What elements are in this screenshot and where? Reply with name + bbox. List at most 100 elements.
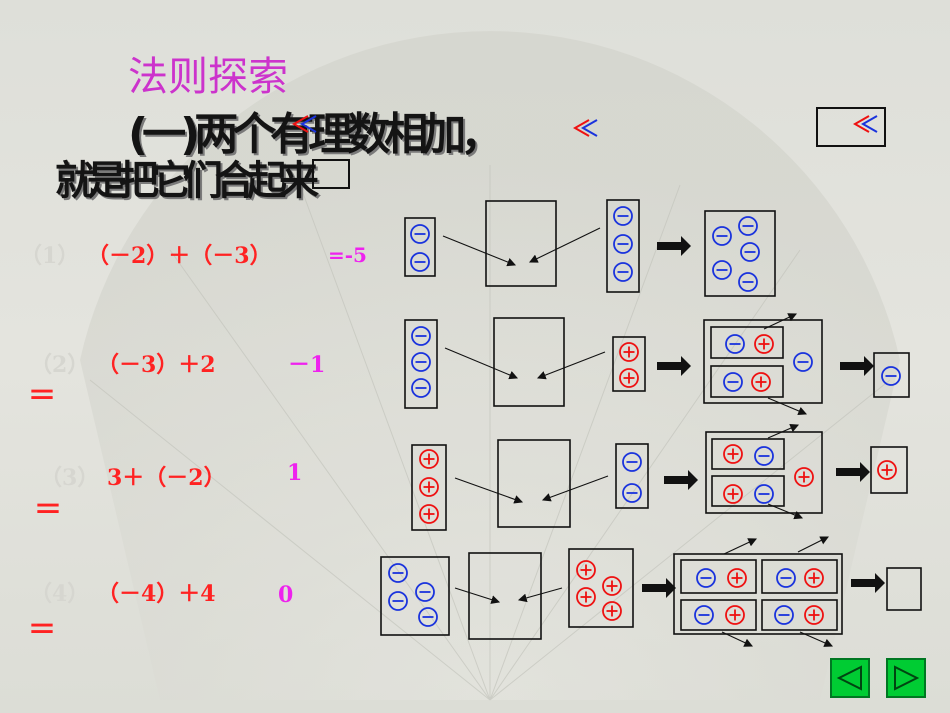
big-arrow-icon: [642, 578, 676, 598]
positive-counter-icon: [419, 449, 439, 469]
connector-arrow: [444, 347, 519, 380]
negative-counter-icon: [754, 446, 774, 466]
positive-counter-icon: [804, 605, 824, 625]
diagram-box: [870, 446, 908, 494]
connector-arrow: [767, 503, 804, 520]
problem-1-expression: （－2）＋（－3）: [86, 243, 272, 269]
connector-arrow: [536, 351, 606, 380]
problem-3: （3） 3＋（－2）: [40, 460, 226, 492]
problem-1: （1） （－2）＋（－3）: [20, 238, 272, 270]
negative-counter-icon: [410, 252, 430, 272]
negative-counter-icon: [613, 262, 633, 282]
diagram-box: [710, 326, 784, 359]
negative-counter-icon: [622, 452, 642, 472]
diagram-box: [703, 319, 823, 404]
diagram-box: [493, 317, 565, 407]
diagram-box: [886, 567, 922, 611]
negative-counter-icon: [738, 272, 758, 292]
positive-counter-icon: [877, 460, 897, 480]
connector-arrow: [541, 475, 609, 502]
negative-counter-icon: [754, 484, 774, 504]
problem-4-equals: ＝: [28, 613, 57, 646]
problem-4-index: （4）: [30, 581, 90, 607]
negative-counter-icon: [411, 326, 431, 346]
positive-counter-icon: [619, 368, 639, 388]
previous-triangle-icon: [836, 665, 862, 691]
big-arrow-icon: [836, 462, 870, 482]
diagram-box: [404, 217, 436, 277]
problem-2-answer: －1: [288, 352, 326, 378]
heading-arrow-marks: [291, 107, 886, 189]
problem-4-answer: 0: [278, 582, 294, 608]
connector-arrow: [799, 631, 834, 647]
connector-arrow: [721, 631, 753, 647]
positive-counter-icon: [727, 568, 747, 588]
connector-arrow: [517, 587, 563, 603]
negative-counter-icon: [410, 224, 430, 244]
negative-counter-icon: [411, 378, 431, 398]
negative-counter-icon: [740, 242, 760, 262]
diagram-box: [606, 199, 640, 293]
positive-counter-icon: [754, 334, 774, 354]
next-triangle-icon: [894, 665, 920, 691]
negative-counter-icon: [776, 568, 796, 588]
big-arrow-icon: [664, 470, 698, 490]
diagram-box: [673, 553, 843, 635]
negative-counter-icon: [881, 366, 901, 386]
positive-counter-icon: [725, 605, 745, 625]
negative-counter-icon: [725, 334, 745, 354]
problem-3-expression: 3＋（－2）: [106, 465, 226, 491]
page-title: 法则探索: [128, 54, 288, 100]
diagram-box: [873, 352, 910, 398]
overlapped-heading-line-1: (一)两个有理数相加，: [128, 109, 504, 160]
negative-counter-icon: [694, 605, 714, 625]
problem-4-expression: （－4）＋4: [96, 581, 216, 607]
diagram-box: [711, 438, 785, 470]
diagram-box: [710, 365, 784, 398]
negative-counter-icon: [622, 483, 642, 503]
positive-counter-icon: [576, 587, 596, 607]
diagram-box: [615, 443, 649, 509]
diagram-box: [404, 319, 438, 409]
diagram-box: [612, 336, 646, 392]
problem-4: （4） （－4）＋4: [30, 576, 216, 608]
connector-arrow: [454, 477, 524, 504]
diagram-box: [680, 599, 757, 631]
diagram-box: [761, 559, 838, 594]
problem-3-answer: 1: [287, 460, 303, 486]
problem-2-equals: ＝: [28, 379, 57, 412]
negative-counter-icon: [712, 226, 732, 246]
positive-counter-icon: [804, 568, 824, 588]
connector-arrow: [529, 227, 601, 263]
negative-counter-icon: [388, 591, 408, 611]
problem-3-equals: ＝: [34, 493, 63, 526]
diagram-box: [468, 552, 542, 640]
diagram-box: [680, 559, 757, 594]
connector-arrow: [767, 424, 800, 439]
previous-button[interactable]: [830, 658, 870, 698]
positive-counter-icon: [602, 601, 622, 621]
negative-counter-icon: [613, 206, 633, 226]
diagram-box: [761, 599, 838, 631]
big-arrow-icon: [851, 573, 885, 593]
positive-counter-icon: [723, 484, 743, 504]
positive-counter-icon: [419, 504, 439, 524]
connector-arrow: [442, 235, 517, 267]
negative-counter-icon: [696, 568, 716, 588]
connector-arrow: [763, 313, 797, 330]
diagram-box: [568, 548, 634, 628]
problem-2-expression: （－3）＋2: [96, 352, 216, 378]
negative-counter-icon: [712, 260, 732, 280]
negative-counter-icon: [723, 372, 743, 392]
problem-3-index: （3）: [40, 465, 100, 491]
negative-counter-icon: [418, 607, 438, 627]
diagram-box: [705, 431, 823, 514]
diagram-box: [704, 210, 776, 297]
diagram-box: [485, 200, 557, 287]
next-button[interactable]: [886, 658, 926, 698]
diagram-box: [411, 444, 447, 531]
problem-2-index: （2）: [30, 352, 90, 378]
diagram-box: [380, 556, 450, 636]
